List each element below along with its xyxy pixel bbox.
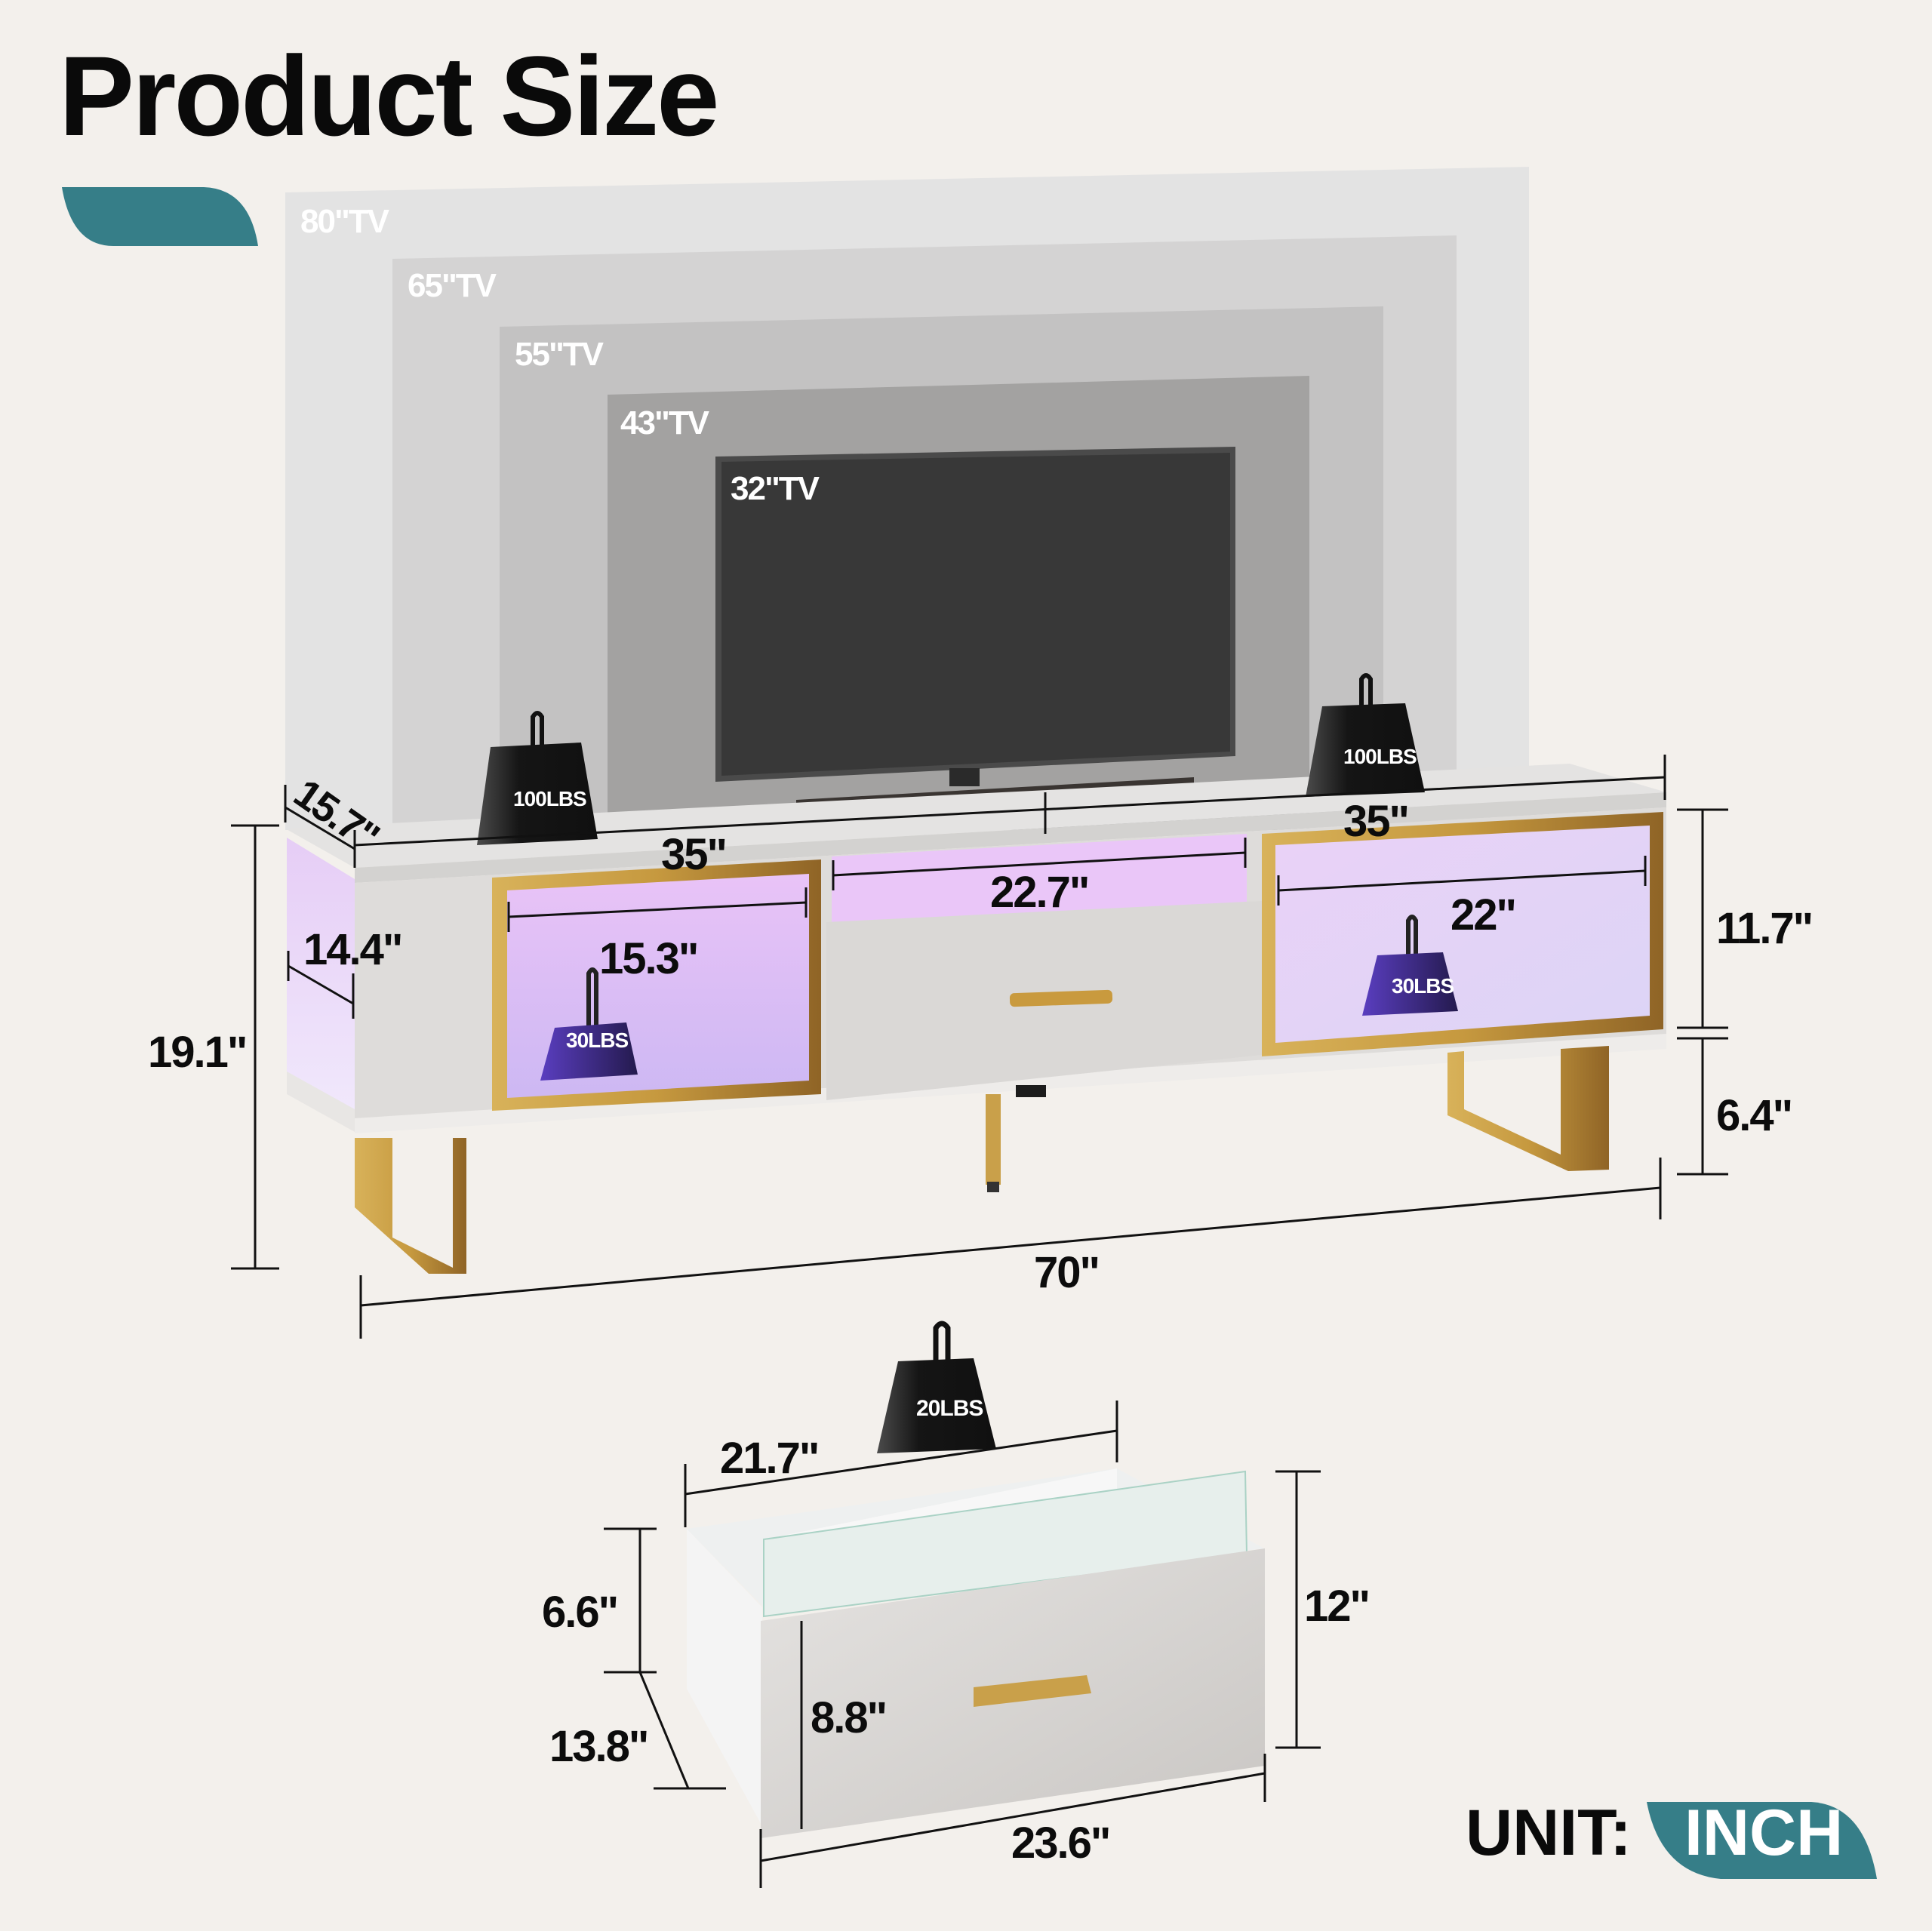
accent-shape — [62, 187, 258, 246]
unit-label: UNIT: — [1466, 1797, 1632, 1869]
weight-label: 30LBS — [1392, 974, 1454, 998]
dim-top-right-width: 35" — [1343, 797, 1408, 846]
drawer-dimension-lines — [604, 1401, 1321, 1888]
weight-label: 20LBS — [916, 1396, 983, 1421]
drawer-illustration: 20LBS — [687, 1321, 1265, 1838]
dim-left-cubby-width: 15.3" — [599, 934, 697, 983]
tv-size-comparison — [285, 167, 1529, 830]
tv-32-label: 32"TV — [731, 470, 820, 507]
dim-drawer-total-height: 12" — [1304, 1582, 1369, 1631]
dim-top-left-width: 35" — [661, 830, 726, 879]
center-leg — [986, 1094, 1001, 1185]
tv-65-label: 65"TV — [408, 267, 497, 304]
weight-label: 100LBS — [1343, 745, 1417, 768]
left-leg — [355, 1138, 466, 1274]
tv-55-label: 55"TV — [515, 336, 605, 373]
stand-dimension-lines — [231, 755, 1728, 1339]
unit-pill — [1647, 1802, 1877, 1879]
stand-dimension-labels: 15.7" 35" 35" 19.1" 14.4" 15.3" 22.7" 22… — [148, 770, 1814, 1297]
dim-drawer-side-height: 6.6" — [542, 1588, 617, 1637]
dim-total-height: 19.1" — [148, 1028, 246, 1077]
dim-drawer-front-height: 8.8" — [811, 1693, 886, 1742]
weight-label: 30LBS — [566, 1029, 628, 1052]
weight-drawer: 20LBS — [877, 1321, 996, 1453]
dim-drawer-front-width: 23.6" — [1011, 1819, 1109, 1868]
stand-top-edge — [355, 792, 1666, 883]
dim-drawer-depth: 13.8" — [549, 1722, 648, 1771]
tv-size-labels: 80"TV 65"TV 55"TV 43"TV 32"TV — [300, 203, 822, 507]
weight-shelf-left: 30LBS — [540, 967, 638, 1081]
weight-label: 100LBS — [513, 787, 586, 810]
middle-drawer-handle — [1009, 989, 1113, 1007]
stand-left-side-bottom — [287, 1072, 355, 1132]
weight-shelf-right: 30LBS — [1362, 915, 1458, 1016]
tv-80-label: 80"TV — [300, 203, 390, 240]
center-bracket — [1016, 1085, 1046, 1097]
tv-stand — [285, 764, 1666, 1274]
dim-cabinet-height: 11.7" — [1716, 904, 1812, 953]
dim-side-shelf-depth: 14.4" — [303, 925, 401, 974]
unit-value: INCH — [1684, 1797, 1844, 1869]
dim-middle-opening-width: 22.7" — [990, 868, 1088, 917]
page-title: Product Size — [59, 32, 719, 159]
drawer-dimension-labels: 21.7" 6.6" 13.8" 8.8" 12" 23.6" — [542, 1434, 1371, 1868]
weight-top-right: 100LBS — [1306, 673, 1425, 797]
dim-right-cubby-width: 22" — [1451, 890, 1515, 939]
dim-total-width: 70" — [1034, 1248, 1099, 1297]
drawer-front-handle — [974, 1675, 1091, 1707]
right-leg — [1447, 1046, 1609, 1171]
tv-43-label: 43"TV — [620, 404, 710, 441]
weight-top-left: 100LBS — [477, 711, 598, 845]
drawer-left-side — [687, 1529, 762, 1826]
stand-bottom-edge — [355, 1034, 1666, 1133]
center-leg-foot — [987, 1182, 999, 1192]
tv-stand-neck — [949, 768, 980, 786]
dim-leg-height: 6.4" — [1716, 1091, 1792, 1140]
tv-32-screen — [721, 453, 1230, 776]
middle-opening-led — [832, 834, 1247, 924]
dim-drawer-inner-width: 21.7" — [720, 1434, 818, 1483]
